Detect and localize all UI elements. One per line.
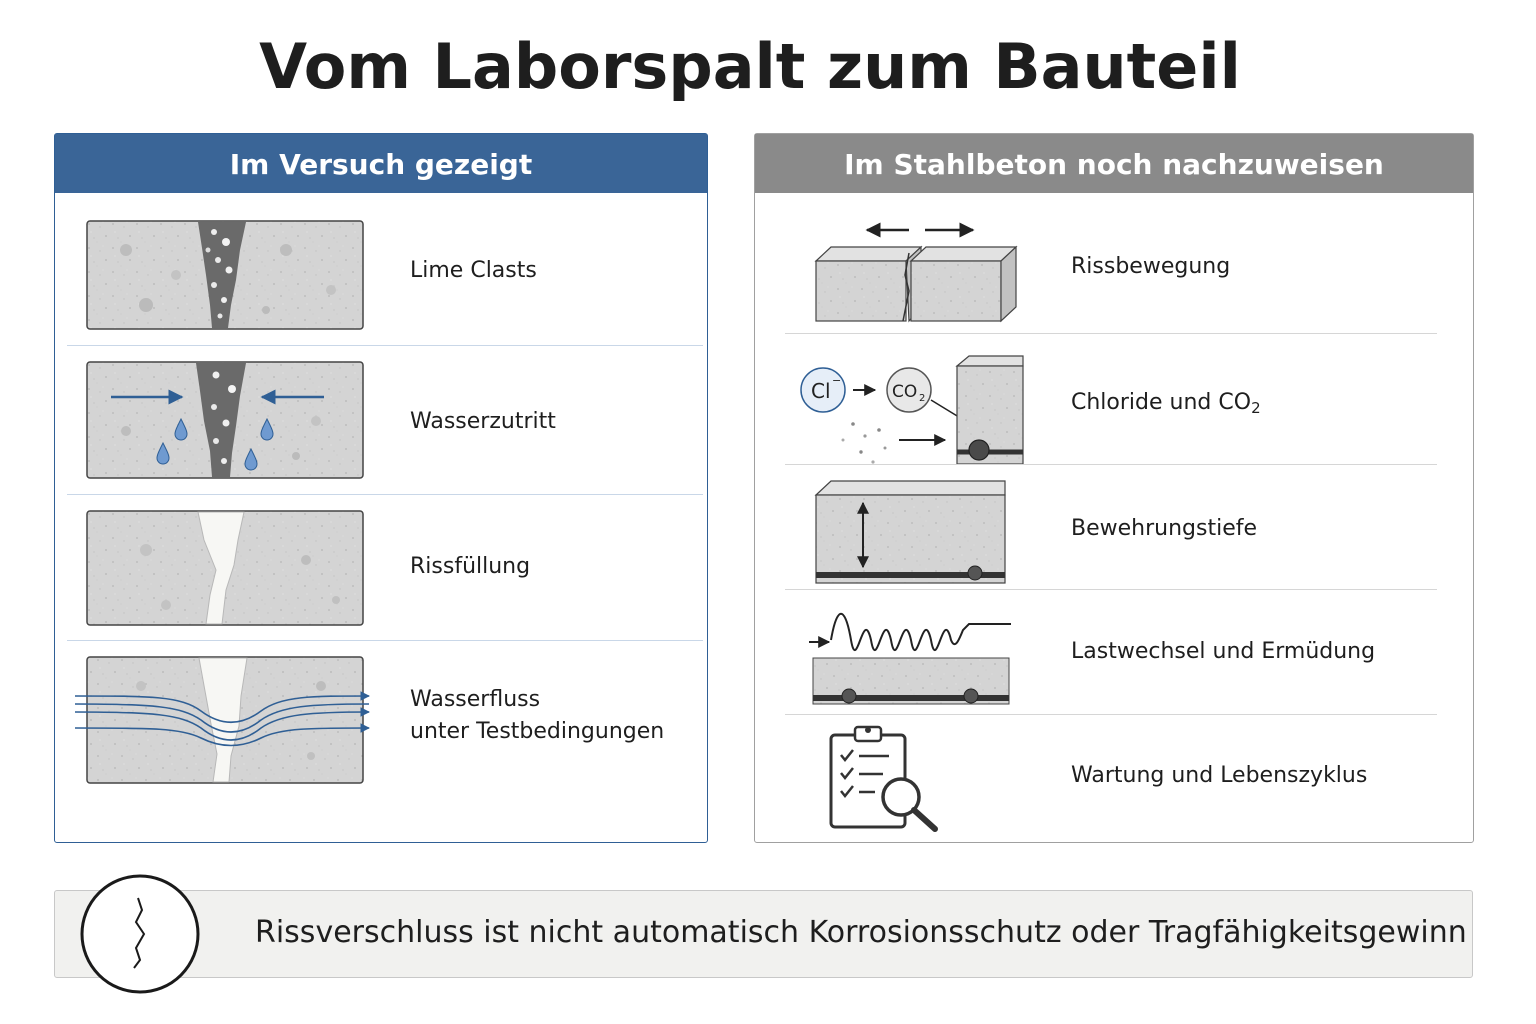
load-cycle-fatigue-label: Lastwechsel und Ermüdung (1071, 639, 1376, 664)
water-flow-label-line1: Wasserfluss (410, 687, 541, 712)
load-cycle-fatigue-icon (809, 613, 1011, 705)
chloride-co2-label-text: Chloride und CO (1071, 390, 1252, 415)
clipboard-inspection-icon (829, 725, 938, 832)
crack-filling-label: Rissfüllung (410, 554, 531, 579)
reinforcement-depth-icon (814, 480, 1006, 584)
list-item: Bewehrungstiefe (755, 465, 1475, 589)
maintenance-lifecycle-label: Wartung und Lebenszyklus (1071, 763, 1368, 788)
list-item: Lastwechsel und Ermüdung (755, 590, 1475, 714)
conclusion-text: Rissverschluss ist nicht automatisch Kor… (255, 915, 1467, 950)
co2-sub: 2 (919, 393, 925, 404)
list-item: Wasserzutritt (55, 346, 709, 494)
concrete-crack-water-flow-icon (74, 656, 370, 784)
chloride-co2-icon: Cl − CO 2 (800, 355, 1024, 465)
crack-movement-icon (814, 222, 1018, 323)
divider (785, 464, 1437, 465)
conclusion-banner: Rissverschluss ist nicht automatisch Kor… (54, 890, 1473, 978)
concrete-crack-filled-icon (86, 510, 364, 626)
list-item: Wasserfluss unter Testbedingungen (55, 641, 709, 811)
divider (785, 333, 1437, 334)
left-panel-header: Im Versuch gezeigt (55, 134, 707, 193)
right-panel-header: Im Stahlbeton noch nachzuweisen (755, 134, 1473, 193)
list-item: Lime Clasts (55, 193, 709, 345)
water-flow-label-line2: unter Testbedingungen (410, 719, 665, 744)
crack-circle-icon (80, 874, 200, 994)
list-item: Wartung und Lebenszyklus (755, 715, 1475, 839)
divider (67, 345, 703, 346)
water-ingress-label: Wasserzutritt (410, 409, 556, 434)
crack-movement-label: Rissbewegung (1071, 254, 1231, 279)
chloride-co2-label: Chloride und CO2 (1071, 387, 1261, 424)
list-item: Rissfüllung (55, 495, 709, 640)
right-panel: Im Stahlbeton noch nachzuweisen Rissbewe… (754, 133, 1474, 843)
page-title: Vom Laborspalt zum Bauteil (259, 30, 1241, 103)
chloride-sup: − (832, 374, 841, 387)
list-item: Rissbewegung (755, 193, 1475, 333)
divider (67, 494, 703, 495)
co2-text: CO (892, 382, 917, 402)
chloride-co2-label-sub: 2 (1251, 399, 1261, 417)
divider (785, 714, 1437, 715)
divider (785, 589, 1437, 590)
concrete-crack-water-ingress-icon (86, 361, 364, 479)
concrete-crack-lime-clasts-icon (86, 220, 364, 330)
reinforcement-depth-label: Bewehrungstiefe (1071, 516, 1258, 541)
divider (67, 640, 703, 641)
list-item: Cl − CO 2 Chloride und CO2 (755, 334, 1475, 465)
lime-clasts-label: Lime Clasts (410, 258, 537, 283)
left-panel: Im Versuch gezeigt Lime Clasts (54, 133, 708, 843)
chloride-text: Cl (811, 379, 831, 403)
